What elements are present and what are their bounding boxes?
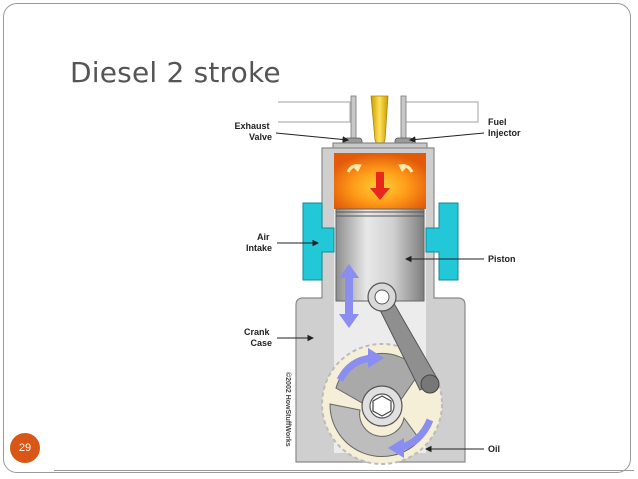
label-crank-case: Crank Case [244,327,272,348]
connecting-rod [367,282,440,394]
label-oil: Oil [488,444,500,454]
copyright-text: ©2002 HowStuffWorks [284,372,292,447]
page-number-badge: 29 [10,433,40,463]
leader-lines [275,132,485,453]
exhaust-manifold [278,101,479,123]
label-exhaust-valve: Exhaust Valve [234,121,272,142]
piston-motion-arrow [339,264,359,328]
label-air-intake: Air Intake [246,232,272,253]
slide-title: Diesel 2 stroke [70,56,281,89]
label-piston: Piston [488,254,516,264]
bottom-rule [54,470,634,471]
combustion-chamber [334,153,426,209]
label-fuel-injector: Fuel Injector [488,117,521,138]
crank-rotation-arrow [336,348,434,458]
crank-bolt [361,385,403,427]
